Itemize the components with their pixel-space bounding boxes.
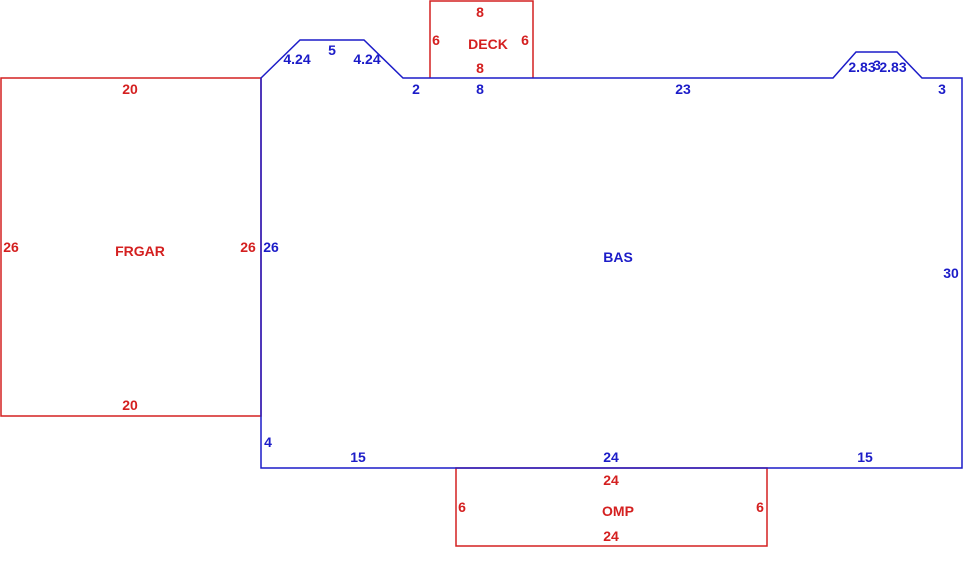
deck-label: DECK	[468, 36, 508, 52]
bas-dim-left-small: 4	[264, 434, 272, 450]
bas-dim-bottom-left: 15	[350, 449, 366, 465]
deck-dim-right: 6	[521, 32, 529, 48]
deck-dim-bottom: 8	[476, 60, 484, 76]
bas-label: BAS	[603, 249, 633, 265]
frgar-label: FRGAR	[115, 243, 165, 259]
bas-dim-left: 26	[263, 239, 279, 255]
bas-dim-right-chamfer-b: 2.83	[879, 59, 906, 75]
bas-dim-deck-bottom: 8	[476, 81, 484, 97]
bas-dim-bottom-mid: 24	[603, 449, 619, 465]
bas-dim-step: 2	[412, 81, 420, 97]
bas-dim-left-chamfer-a: 4.24	[283, 51, 310, 67]
frgar-dim-left: 26	[3, 239, 19, 255]
bas-outline	[260, 39, 963, 469]
bas-dim-bay-top: 5	[328, 42, 336, 58]
omp-dim-right: 6	[756, 499, 764, 515]
omp-dim-left: 6	[458, 499, 466, 515]
bas-dim-right-chamfer-a: 2.83	[848, 59, 875, 75]
bas-dim-right-bay-top: 3	[873, 57, 881, 73]
omp-dim-bottom: 24	[603, 528, 619, 544]
deck-dim-left: 6	[432, 32, 440, 48]
bas-dim-right: 30	[943, 265, 959, 281]
deck-outline	[429, 0, 534, 78]
frgar-dim-right: 26	[240, 239, 256, 255]
omp-dim-top: 24	[603, 472, 619, 488]
deck-dim-top: 8	[476, 4, 484, 20]
omp-label: OMP	[602, 503, 634, 519]
frgar-dim-bottom: 20	[122, 397, 138, 413]
bas-dim-bottom-right: 15	[857, 449, 873, 465]
bas-dim-top-right: 3	[938, 81, 946, 97]
bas-dim-top: 23	[675, 81, 691, 97]
frgar-dim-top: 20	[122, 81, 138, 97]
bas-dim-left-chamfer-b: 4.24	[353, 51, 380, 67]
